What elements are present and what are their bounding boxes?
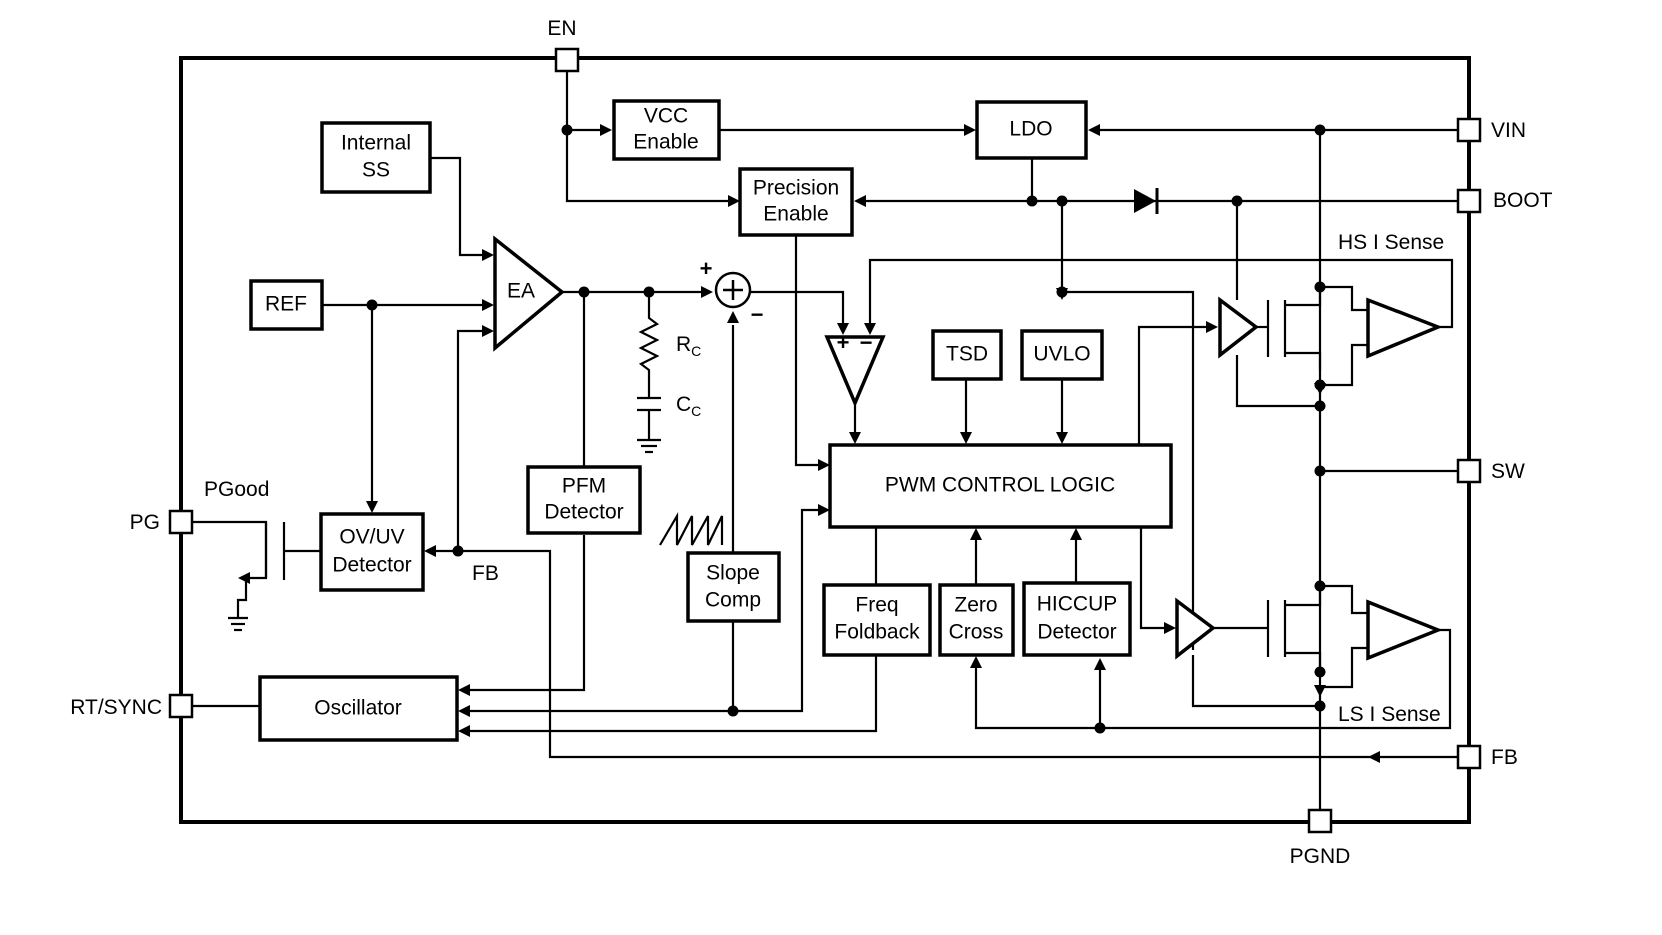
hiccup-detector-line2: Detector [1037, 621, 1116, 644]
comparator-minus-sign: − [860, 330, 873, 355]
oscillator-label: Oscillator [314, 697, 402, 720]
ov-uv-detector-line1: OV/UV [339, 526, 404, 549]
vcc-enable-line1: VCC [644, 105, 688, 128]
ov-uv-detector-line2: Detector [332, 554, 411, 577]
slope-comp-line1: Slope [706, 562, 760, 585]
fb-internal-label: FB [472, 562, 499, 585]
sawtooth-waveform [659, 511, 724, 546]
hs-i-sense-label: HS I Sense [1338, 231, 1444, 254]
internal-ss-line1: Internal [341, 132, 411, 155]
pin-en-label: EN [547, 17, 576, 40]
pin-pg-label: PG [130, 511, 160, 534]
pin-pgnd-label: PGND [1290, 845, 1351, 868]
ea-amplifier: EA [493, 235, 565, 352]
hiccup-detector-block: HICCUP Detector [1022, 581, 1132, 657]
pwm-comparator: + − [824, 330, 886, 408]
ref-label: REF [265, 293, 307, 316]
ground-symbols [228, 438, 661, 632]
hiccup-detector-line1: HICCUP [1037, 593, 1118, 616]
pin-vin-label: VIN [1491, 119, 1526, 142]
junction-dots [366, 124, 1326, 734]
pwm-control-logic-block: PWM CONTROL LOGIC [828, 443, 1173, 529]
zero-cross-line1: Zero [954, 594, 997, 617]
uvlo-block: UVLO [1020, 329, 1104, 381]
sum-minus-sign: − [751, 302, 764, 327]
rc-labels: RC CC [676, 333, 701, 419]
slope-comp-line2: Comp [705, 589, 761, 612]
vcc-enable-line2: Enable [633, 131, 698, 154]
ref-block: REF [249, 279, 324, 331]
uvlo-label: UVLO [1033, 343, 1090, 366]
hs-gate-driver [1218, 296, 1259, 359]
precision-enable-line2: Enable [763, 203, 828, 226]
ic-outline [179, 56, 1471, 824]
ldo-block: LDO [975, 100, 1088, 160]
freq-foldback-line1: Freq [855, 594, 898, 617]
cc-label: CC [676, 393, 701, 419]
pfm-detector-block: PFM Detector [526, 465, 642, 535]
internal-ss-block: Internal SS [320, 121, 432, 194]
ls-current-sense-amp [1366, 599, 1443, 661]
pin-rt-sync: RT/SYNC [70, 693, 194, 719]
ea-label: EA [507, 280, 535, 303]
pfm-detector-line2: Detector [544, 501, 623, 524]
pin-vin: VIN [1456, 117, 1526, 143]
vcc-enable-block: VCC Enable [612, 99, 721, 161]
pin-boot: BOOT [1456, 188, 1553, 214]
freq-foldback-block: Freq Foldback [822, 583, 932, 657]
zero-cross-line2: Cross [949, 621, 1004, 644]
rc-label: RC [676, 333, 701, 359]
pin-fb-label: FB [1491, 746, 1518, 769]
precision-enable-line1: Precision [753, 177, 839, 200]
ls-gate-driver [1175, 597, 1216, 660]
ov-uv-detector-block: OV/UV Detector [319, 512, 425, 592]
oscillator-block: Oscillator [258, 675, 459, 742]
internal-ss-line2: SS [362, 159, 390, 182]
hs-current-sense-amp [1366, 297, 1443, 359]
ls-i-sense-label: LS I Sense [1338, 703, 1441, 726]
sum-plus-sign: + [700, 256, 713, 281]
pfm-detector-line1: PFM [562, 475, 606, 498]
pwm-control-logic-label: PWM CONTROL LOGIC [885, 474, 1115, 497]
pin-en: EN [547, 17, 580, 73]
freq-foldback-line2: Foldback [834, 621, 920, 644]
ldo-label: LDO [1009, 118, 1052, 141]
pin-boot-label: BOOT [1493, 189, 1553, 212]
pgood-label: PGood [204, 478, 269, 501]
pin-sw: SW [1456, 458, 1525, 484]
pin-pg: PG [130, 509, 194, 535]
summing-node: + − [700, 256, 764, 327]
zero-cross-block: Zero Cross [938, 583, 1015, 657]
pin-rt-sync-label: RT/SYNC [70, 696, 162, 719]
tsd-label: TSD [946, 343, 988, 366]
pin-sw-label: SW [1491, 460, 1525, 483]
comparator-plus-sign: + [837, 330, 850, 355]
precision-enable-block: Precision Enable [738, 167, 854, 237]
pin-pgnd: PGND [1290, 808, 1351, 868]
pin-fb: FB [1456, 744, 1518, 770]
tsd-block: TSD [931, 329, 1003, 381]
slope-comp-block: Slope Comp [686, 551, 781, 623]
